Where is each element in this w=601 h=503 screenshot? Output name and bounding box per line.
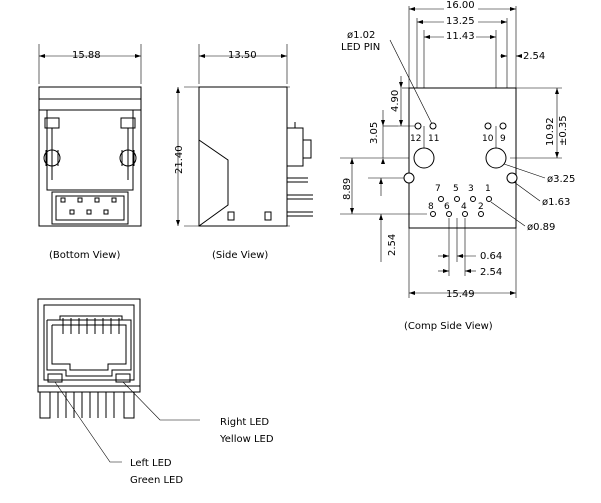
w2-dim: 11.43 <box>446 31 475 42</box>
h1-dim: 4.90 <box>390 90 401 112</box>
h5-tol: ±0.35 <box>558 115 569 146</box>
bottom-width-dim-comp: 15.49 <box>446 289 475 300</box>
comp-side-view: 16.00 13.25 11.43 2.54 ø1.02 LED PIN <box>340 0 575 332</box>
pin-6: 6 <box>444 202 450 212</box>
pin-2: 2 <box>478 202 484 212</box>
bottom-width-dim: 15.88 <box>72 50 101 61</box>
contact-fingers <box>59 315 123 334</box>
w1-dim: 13.25 <box>446 16 475 27</box>
pin-8: 8 <box>428 202 434 212</box>
side-height-dim: 21.40 <box>174 145 185 174</box>
total-width-dim: 16.00 <box>446 0 475 11</box>
w3-dim: 2.54 <box>523 51 545 62</box>
front-view: Right LED Yellow LED Left LED Green LED <box>37 298 274 486</box>
pin-9: 9 <box>500 134 506 144</box>
h5-dim: 10.92 <box>545 117 556 146</box>
hole-small-dim: ø0.89 <box>527 222 555 233</box>
side-view-caption: (Side View) <box>212 250 268 261</box>
d1-dim: 0.64 <box>480 251 502 262</box>
bottom-view: 15.88 (Bottom View) <box>38 44 142 261</box>
pin-5: 5 <box>453 184 459 194</box>
side-width-dim: 13.50 <box>228 50 257 61</box>
led-pin-dim: ø1.02 <box>347 30 375 41</box>
comp-side-caption: (Comp Side View) <box>404 321 493 332</box>
pin-10: 10 <box>482 134 494 144</box>
pin-11: 11 <box>428 134 439 144</box>
right-led-label: Right LED <box>220 417 269 428</box>
pin-7: 7 <box>435 184 441 194</box>
hole-med-dim: ø1.63 <box>542 197 570 208</box>
d2-dim: 2.54 <box>480 267 502 278</box>
hole-large-dim: ø3.25 <box>547 174 575 185</box>
left-led-label: Left LED <box>130 458 172 469</box>
bottom-view-caption: (Bottom View) <box>49 250 120 261</box>
h4-dim: 2.54 <box>387 234 398 256</box>
pin-12: 12 <box>410 134 421 144</box>
pin-4: 4 <box>461 202 467 212</box>
led-pin-label: LED PIN <box>341 42 380 53</box>
right-led-color: Yellow LED <box>219 434 274 445</box>
h2-dim: 3.05 <box>369 122 380 144</box>
pin-1: 1 <box>485 184 491 194</box>
left-led-color: Green LED <box>130 475 183 486</box>
h3-dim: 8.89 <box>342 178 353 200</box>
side-view: 13.50 21.40 (Side View) <box>174 44 313 261</box>
pin-3: 3 <box>468 184 474 194</box>
